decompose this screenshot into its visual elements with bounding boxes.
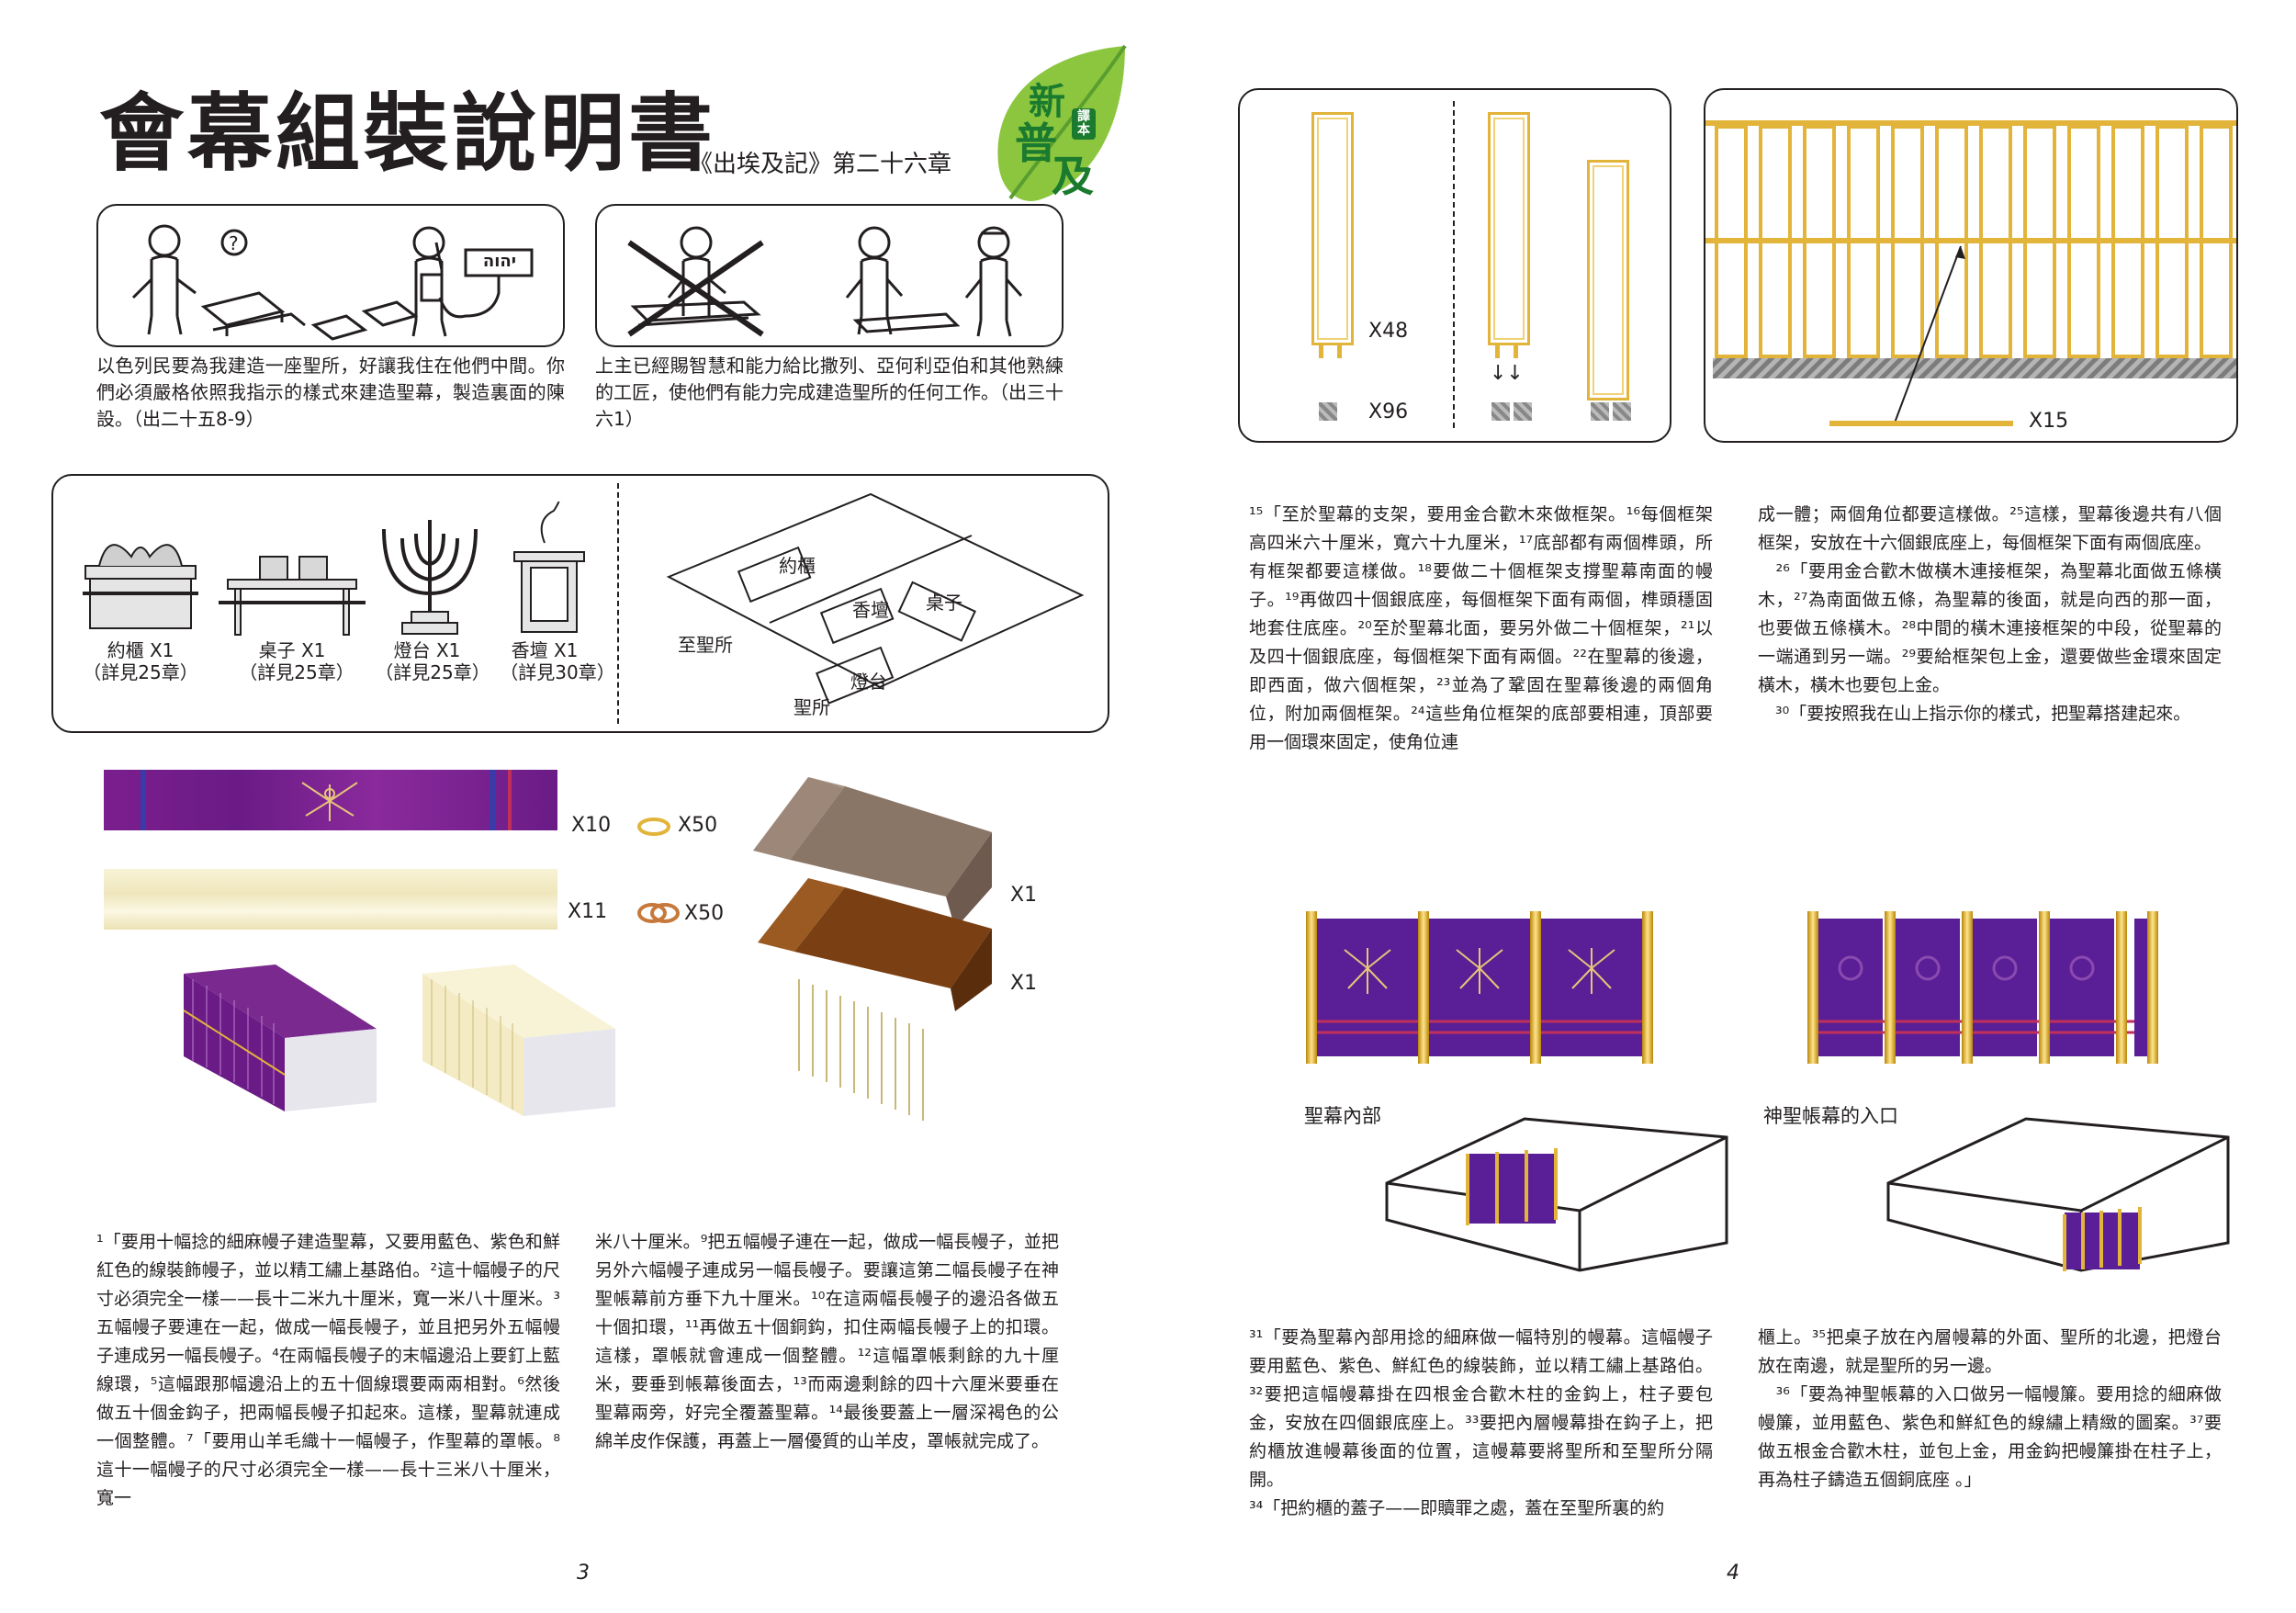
curtain-count: X10 <box>571 814 612 837</box>
intro-illustration-box-2 <box>595 204 1064 347</box>
furniture-table-label: 桌子 X1 <box>258 639 326 661</box>
floorplan-holy-place: 聖所 <box>793 696 830 718</box>
inner-veil-box-diagram <box>1385 1117 1728 1272</box>
loop-count: X50 <box>678 814 718 837</box>
floorplan-lampstand: 燈台 <box>850 671 887 693</box>
inner-veil-illustration <box>1306 911 1653 1064</box>
confused-worker-illustration: ? <box>131 224 534 341</box>
frames-box: X48 X96 ↓↓ <box>1238 88 1671 443</box>
folded-curtains-illustration <box>183 964 615 1116</box>
page-number-right: 4 <box>1727 1562 1739 1585</box>
text-right-bottom-column-2: 櫃上。³⁵把桌子放在內層幔幕的外面、聖所的北邊，把燈台放在南邊，就是聖所的另一邊… <box>1758 1327 2222 1490</box>
leaf-logo-icon <box>997 44 1127 201</box>
sign-text: יהוה <box>482 252 517 271</box>
clasp-count: X50 <box>684 902 725 925</box>
furniture-illustrations <box>83 502 585 636</box>
badge-tag: 譯本 <box>1072 108 1096 140</box>
frame-wall-box: X15 <box>1704 88 2238 443</box>
floorplan-table: 桌子 <box>926 592 962 614</box>
bar-count: X15 <box>2029 410 2069 433</box>
version-badge: 新 普 及 譯本 <box>987 44 1130 205</box>
entrance-box-diagram <box>1886 1117 2230 1272</box>
page-number-left: 3 <box>577 1562 590 1585</box>
arrow-down-icon: ↓↓ <box>1490 362 1524 385</box>
furniture-incense-label: 香壇 X1 <box>511 639 579 661</box>
frame-board-3 <box>1587 160 1629 400</box>
furniture-incense-note: （詳見30章） <box>500 661 615 683</box>
floorplan-diagram <box>666 492 1085 705</box>
intro-illustration-box-1: ? יהוה <box>96 204 565 347</box>
floorplan-ark: 約櫃 <box>779 555 816 577</box>
text-right-bottom-column-1: ³¹「要為聖幕內部用捻的細麻做一幅特別的幔幕。這幅幔子要用藍色、紫色、鮮紅色的線… <box>1249 1327 1713 1518</box>
frame-wall-illustration <box>1705 120 2236 426</box>
furniture-table-note: （詳見25章） <box>239 661 355 683</box>
divider-dashed <box>617 483 619 724</box>
text-left-column-2: 米八十厘米。⁹把五幅幔子連在一起，做成一幅長幔子，並把另外六幅幔子連成另一幅長幔… <box>595 1232 1059 1451</box>
tenon-1b <box>1337 344 1342 358</box>
entrance-screen-illustration <box>1807 911 2158 1064</box>
floorplan-incense: 香壇 <box>852 599 889 621</box>
wise-workers-illustration <box>627 226 1023 337</box>
furniture-lamp-note: （詳見25章） <box>375 661 490 683</box>
furniture-lamp-label: 燈台 X1 <box>393 639 461 661</box>
clasp-icon <box>637 903 680 923</box>
base-icon <box>1319 402 1337 421</box>
furniture-ark-label: 約櫃 X1 <box>107 639 174 661</box>
badge-text-2: 普 <box>1015 118 1057 168</box>
cover1-count: X1 <box>1010 884 1038 907</box>
svg-text:?: ? <box>229 232 239 254</box>
furniture-ark-note: （詳見25章） <box>83 661 198 683</box>
linen-curtain-strip <box>104 770 557 830</box>
text-left-column-1: ¹「要用十幅捻的細麻幔子建造聖幕，又要用藍色、紫色和鮮紅色的線裝飾幔子，並以精工… <box>96 1232 560 1508</box>
tenon-1a <box>1319 344 1323 358</box>
entrance-screen-label: 神聖帳幕的入口 <box>1763 1105 1898 1127</box>
cherub-icon <box>301 782 358 821</box>
goat-curtain-count: X11 <box>568 900 608 923</box>
badge-text-1: 新 <box>1029 81 1065 123</box>
inner-veil-label: 聖幕內部 <box>1304 1105 1381 1127</box>
page-subtitle: 《出埃及記》第二十六章 <box>689 151 952 178</box>
furniture-box: 約櫃 X1 （詳見25章） 桌子 X1 （詳見25章） 燈台 X1 （詳見25章… <box>51 474 1109 733</box>
intro-text-left: 以色列民要為我建造一座聖所，好讓我住在他們中間。你們必須嚴格依照我指示的樣式來建… <box>96 355 565 430</box>
goat-hair-curtain-strip <box>104 869 557 930</box>
base-count: X96 <box>1368 400 1409 423</box>
frame-board-1 <box>1311 112 1354 345</box>
frame-board-2 <box>1488 112 1530 345</box>
frames-divider <box>1453 101 1455 428</box>
page-title: 會幕組裝說明書 <box>99 85 717 183</box>
frame-count: X48 <box>1368 320 1409 343</box>
text-right-top-column-2: 成一體；兩個角位都要這樣做。²⁵這樣，聖幕後邊共有八個框架，安放在十六個銀底座上… <box>1758 504 2222 724</box>
floorplan-holy-of-holies: 至聖所 <box>678 634 733 656</box>
cover2-count: X1 <box>1010 972 1038 995</box>
intro-text-right: 上主已經賜智慧和能力給比撒列、亞何利亞伯和其他熟練的工匠，使他們有能力完成建造聖… <box>595 355 1064 430</box>
loop-icon <box>637 818 670 836</box>
cover-layers-illustration <box>753 777 992 1121</box>
badge-text-3: 及 <box>1052 152 1094 201</box>
text-right-top-column-1: ¹⁵「至於聖幕的支架，要用金合歡木來做框架。¹⁶每個框架高四米六十厘米，寬六十九… <box>1249 504 1713 752</box>
